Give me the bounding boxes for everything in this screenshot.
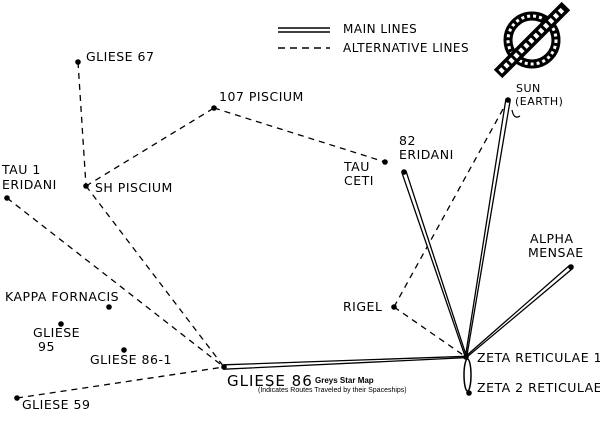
star-label-gliese-95-line2: 95 [38, 339, 55, 354]
star-dot-rigel [391, 304, 397, 310]
star-label-zeta-reticulae-1: ZETA RETICULAE 1 [477, 350, 600, 365]
star-dot-zeta2 [466, 390, 472, 396]
star-label-gliese-67: GLIESE 67 [86, 49, 155, 64]
star-dot-eridani82 [401, 169, 407, 175]
star-dot-tau1_eridani [4, 195, 10, 201]
main-route-zeta1-zeta2 [463, 358, 472, 392]
main-route-eridani82-zeta1 [401, 170, 468, 359]
legend-alternative-label: ALTERNATIVE LINES [343, 41, 470, 55]
star-label-sun-line2: (EARTH) [515, 95, 564, 108]
star-label-82-eridani-line2: ERIDANI [399, 147, 454, 162]
star-dot-kappa_fornacis [106, 304, 112, 310]
map-subtitle: (Indicates Routes Traveled by their Spac… [258, 387, 407, 394]
star-dot-zeta1 [463, 354, 469, 360]
star-dot-piscium107 [211, 105, 217, 111]
star-label-82-eridani-line1: 82 [399, 133, 416, 148]
star-label-tau-ceti-line1: TAU [344, 159, 370, 174]
route-emblem-icon [493, 1, 571, 79]
map-title: Greys Star Map [315, 376, 374, 385]
main-route-sun-zeta1 [464, 98, 511, 358]
legend-main-line-sample [278, 27, 330, 33]
star-dot-sh_piscium [83, 183, 89, 189]
main-route-gliese86-zeta1 [223, 355, 467, 370]
star-dot-gliese59 [14, 395, 20, 401]
star-label-rigel: RIGEL [343, 299, 383, 314]
legend-main-label: MAIN LINES [343, 22, 418, 36]
main-route-alpha_mensae-zeta1 [464, 264, 574, 359]
alt-route-piscium107-tau_ceti [213, 107, 386, 163]
star-dot-gliese86_1 [121, 347, 127, 353]
star-dot-sun [505, 97, 511, 103]
star-label-alpha-mensae-line1: ALPHA [530, 231, 574, 246]
star-label-zeta-2-reticulae: ZETA 2 RETICULAE [477, 380, 600, 395]
star-label-sh-piscium: SH PISCIUM [95, 180, 173, 195]
star-label-107-piscium: 107 PISCIUM [219, 89, 304, 104]
star-label-kappa-fornacis: KAPPA FORNACIS [5, 289, 120, 304]
alt-route-gliese59-gliese86 [16, 366, 225, 399]
alt-route-sh_piscium-gliese86 [85, 185, 225, 368]
alt-route-tau1_eridani-gliese86 [6, 197, 225, 368]
alt-route-gliese67-sh_piscium [77, 61, 87, 187]
star-label-tau1-eridani-line2: ERIDANI [2, 177, 57, 192]
star-label-alpha-mensae-line2: MENSAE [528, 245, 584, 260]
star-dot-gliese95 [58, 321, 64, 327]
alt-route-sh_piscium-piscium107 [85, 107, 215, 187]
star-label-gliese-59: GLIESE 59 [22, 397, 91, 412]
star-label-gliese-86-1: GLIESE 86-1 [90, 352, 172, 367]
star-dot-gliese67 [75, 59, 81, 65]
star-dot-alpha_mensae [568, 264, 574, 270]
star-dot-tau_ceti [382, 159, 388, 165]
star-label-sun-line1: SUN [516, 82, 541, 95]
star-dot-gliese86 [221, 364, 227, 370]
earth-pointer-arrow-icon [511, 109, 521, 118]
alt-route-rigel-zeta1 [393, 306, 467, 358]
star-label-tau1-eridani-line1: TAU 1 [2, 162, 41, 177]
star-label-tau-ceti-line2: CETI [344, 173, 374, 188]
star-label-gliese-95-line1: GLIESE [33, 325, 81, 340]
star-label-gliese-86: GLIESE 86 [227, 372, 313, 390]
